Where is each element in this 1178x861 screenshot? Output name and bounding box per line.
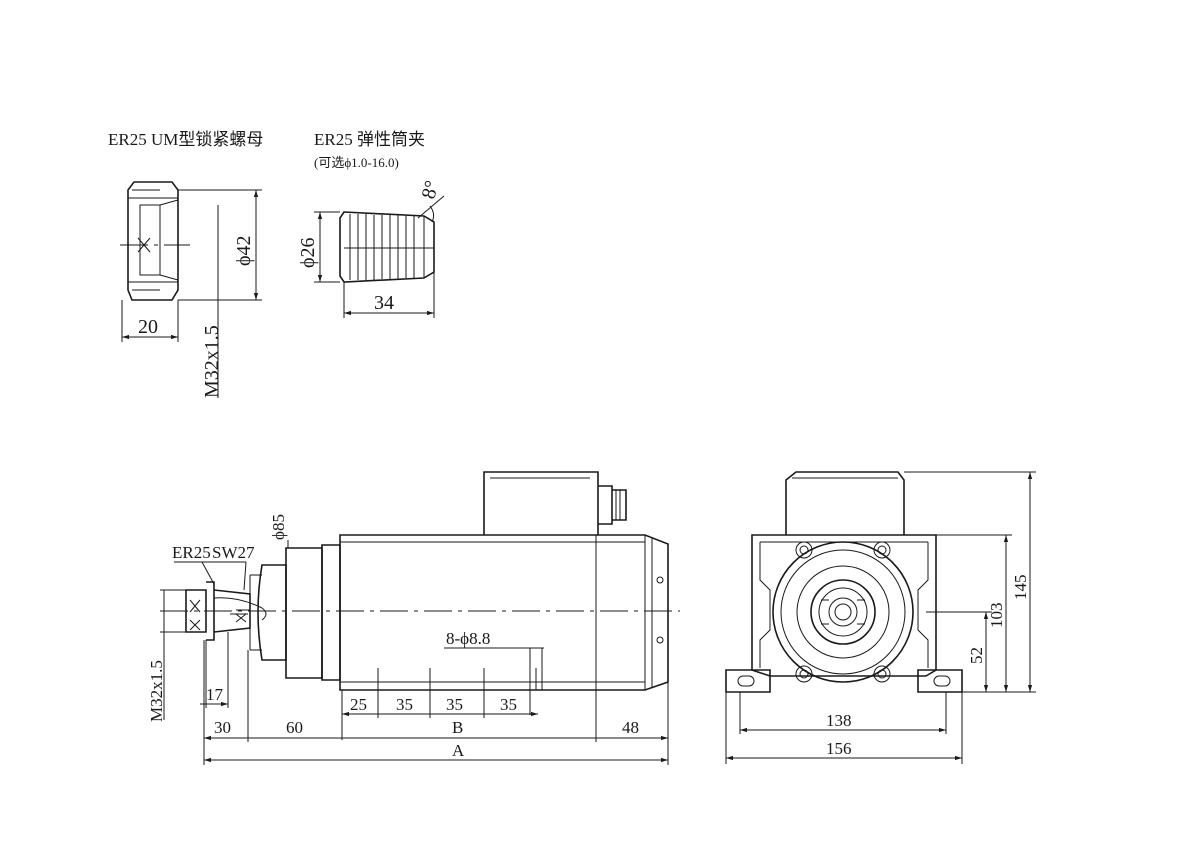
flange-diameter-dim: ϕ85 <box>269 514 288 540</box>
dim-52: 52 <box>967 647 986 664</box>
dim-30: 30 <box>214 718 231 737</box>
nut-width-dim: 20 <box>138 316 158 338</box>
mounting-holes-dim: 8-ϕ8.8 <box>446 629 490 648</box>
collet-diameter-dim: ϕ26 <box>297 237 319 268</box>
dim-B: B <box>452 718 463 737</box>
dim-A: A <box>452 741 465 760</box>
lock-nut-view: ER25 UM型锁紧螺母 ϕ42 20 M32x1.5 <box>108 130 263 398</box>
dim-17: 17 <box>206 685 224 704</box>
collet-length-dim: 34 <box>374 292 394 314</box>
collet-angle-dim: 8° <box>418 178 444 201</box>
thread-dim: M32x1.5 <box>147 660 166 722</box>
dim-156: 156 <box>826 739 852 758</box>
collet-subtitle: (可选ϕ1.0-16.0) <box>314 155 399 170</box>
dim-25: 25 <box>350 695 367 714</box>
collet-view: ER25 弹性筒夹 (可选ϕ1.0-16.0) 8° ϕ26 34 <box>297 130 445 318</box>
collet-label: ER25 <box>172 543 211 562</box>
nut-title: ER25 UM型锁紧螺母 <box>108 130 263 149</box>
dim-48: 48 <box>622 718 639 737</box>
side-view: ER25 SW27 ϕ85 M32x1.5 17 8-ϕ8.8 25 35 35… <box>147 471 680 765</box>
nut-diameter-dim: ϕ42 <box>233 235 255 266</box>
dim-35-third: 35 <box>500 695 517 714</box>
dim-103: 103 <box>987 603 1006 629</box>
nut-thread-dim: M32x1.5 <box>201 325 223 398</box>
collet-title: ER25 弹性筒夹 <box>314 130 425 149</box>
dim-145: 145 <box>1011 575 1030 601</box>
dim-60: 60 <box>286 718 303 737</box>
wrench-size-label: SW27 <box>212 543 255 562</box>
dim-35-second: 35 <box>446 695 463 714</box>
dim-35-first: 35 <box>396 695 413 714</box>
dim-138: 138 <box>826 711 852 730</box>
front-view: 145 103 52 138 156 <box>725 471 1036 764</box>
